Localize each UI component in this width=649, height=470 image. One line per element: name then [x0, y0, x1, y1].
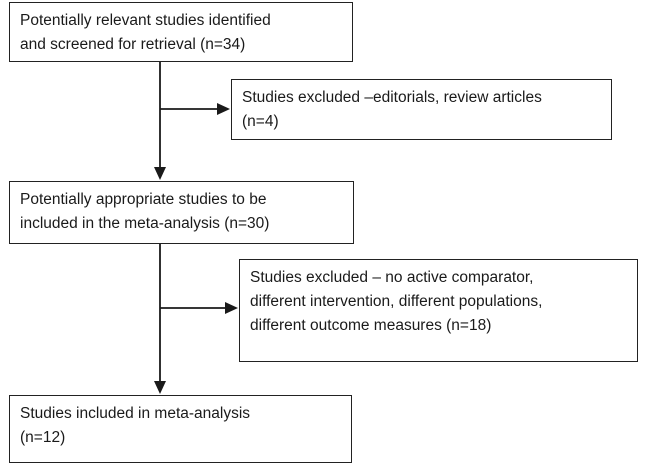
box-appropriate-studies-line-2: included in the meta-analysis (n=30) — [20, 215, 270, 232]
box-excluded-criteria-line-3: different outcome measures (n=18) — [250, 317, 492, 334]
box-excluded-criteria-line-2: different intervention, different popula… — [250, 293, 543, 310]
box-excluded-editorials: Studies excluded –editorials, review art… — [231, 79, 612, 140]
box-studies-identified: Potentially relevant studies identified … — [9, 2, 353, 62]
box-excluded-criteria-line-1: Studies excluded – no active comparator, — [250, 269, 534, 286]
box-excluded-editorials-line-2: (n=4) — [242, 113, 279, 130]
box-appropriate-studies-line-1: Potentially appropriate studies to be — [20, 191, 267, 208]
box-excluded-editorials-line-1: Studies excluded –editorials, review art… — [242, 89, 542, 106]
box-studies-included-line-2: (n=12) — [20, 429, 66, 446]
box-appropriate-studies: Potentially appropriate studies to be in… — [9, 181, 354, 244]
box-studies-identified-line-2: and screened for retrieval (n=34) — [20, 36, 246, 53]
arrowhead-to-excluded-criteria — [225, 302, 238, 314]
box-excluded-criteria: Studies excluded – no active comparator,… — [239, 259, 638, 362]
arrowhead-to-excluded-editorials — [217, 103, 230, 115]
arrowhead-to-appropriate-studies — [154, 167, 166, 180]
arrowhead-to-studies-included — [154, 381, 166, 394]
box-studies-included-line-1: Studies included in meta-analysis — [20, 405, 251, 422]
box-studies-included: Studies included in meta-analysis (n=12) — [9, 395, 352, 463]
box-studies-identified-line-1: Potentially relevant studies identified — [20, 12, 271, 29]
